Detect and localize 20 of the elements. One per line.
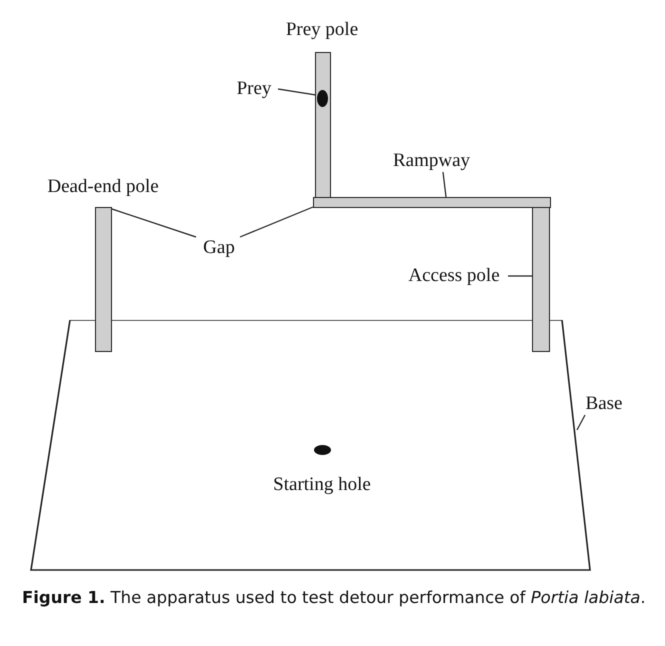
part-label: Prey pole — [284, 19, 360, 41]
pole — [95, 207, 112, 352]
leader-line — [112, 208, 196, 238]
part-label: Dead-end pole — [46, 176, 160, 198]
part-label: Gap — [196, 237, 242, 259]
pole — [532, 207, 550, 352]
part-label: Rampway — [393, 150, 469, 172]
leader-line — [508, 275, 532, 277]
pole — [315, 52, 331, 200]
figure-caption: Figure 1. The apparatus used to test detour performance of Portia labiata. — [22, 587, 647, 609]
leader-line — [278, 88, 316, 96]
part-label: Access pole — [400, 265, 508, 287]
part-label: Starting hole — [272, 474, 372, 496]
part-label: Base — [583, 393, 625, 415]
part-label: Prey — [230, 78, 278, 100]
leader-line — [240, 206, 314, 238]
rampway-bar — [313, 197, 551, 208]
leader-line — [442, 172, 447, 198]
prey-dot — [317, 90, 328, 107]
leader-line — [576, 414, 586, 430]
